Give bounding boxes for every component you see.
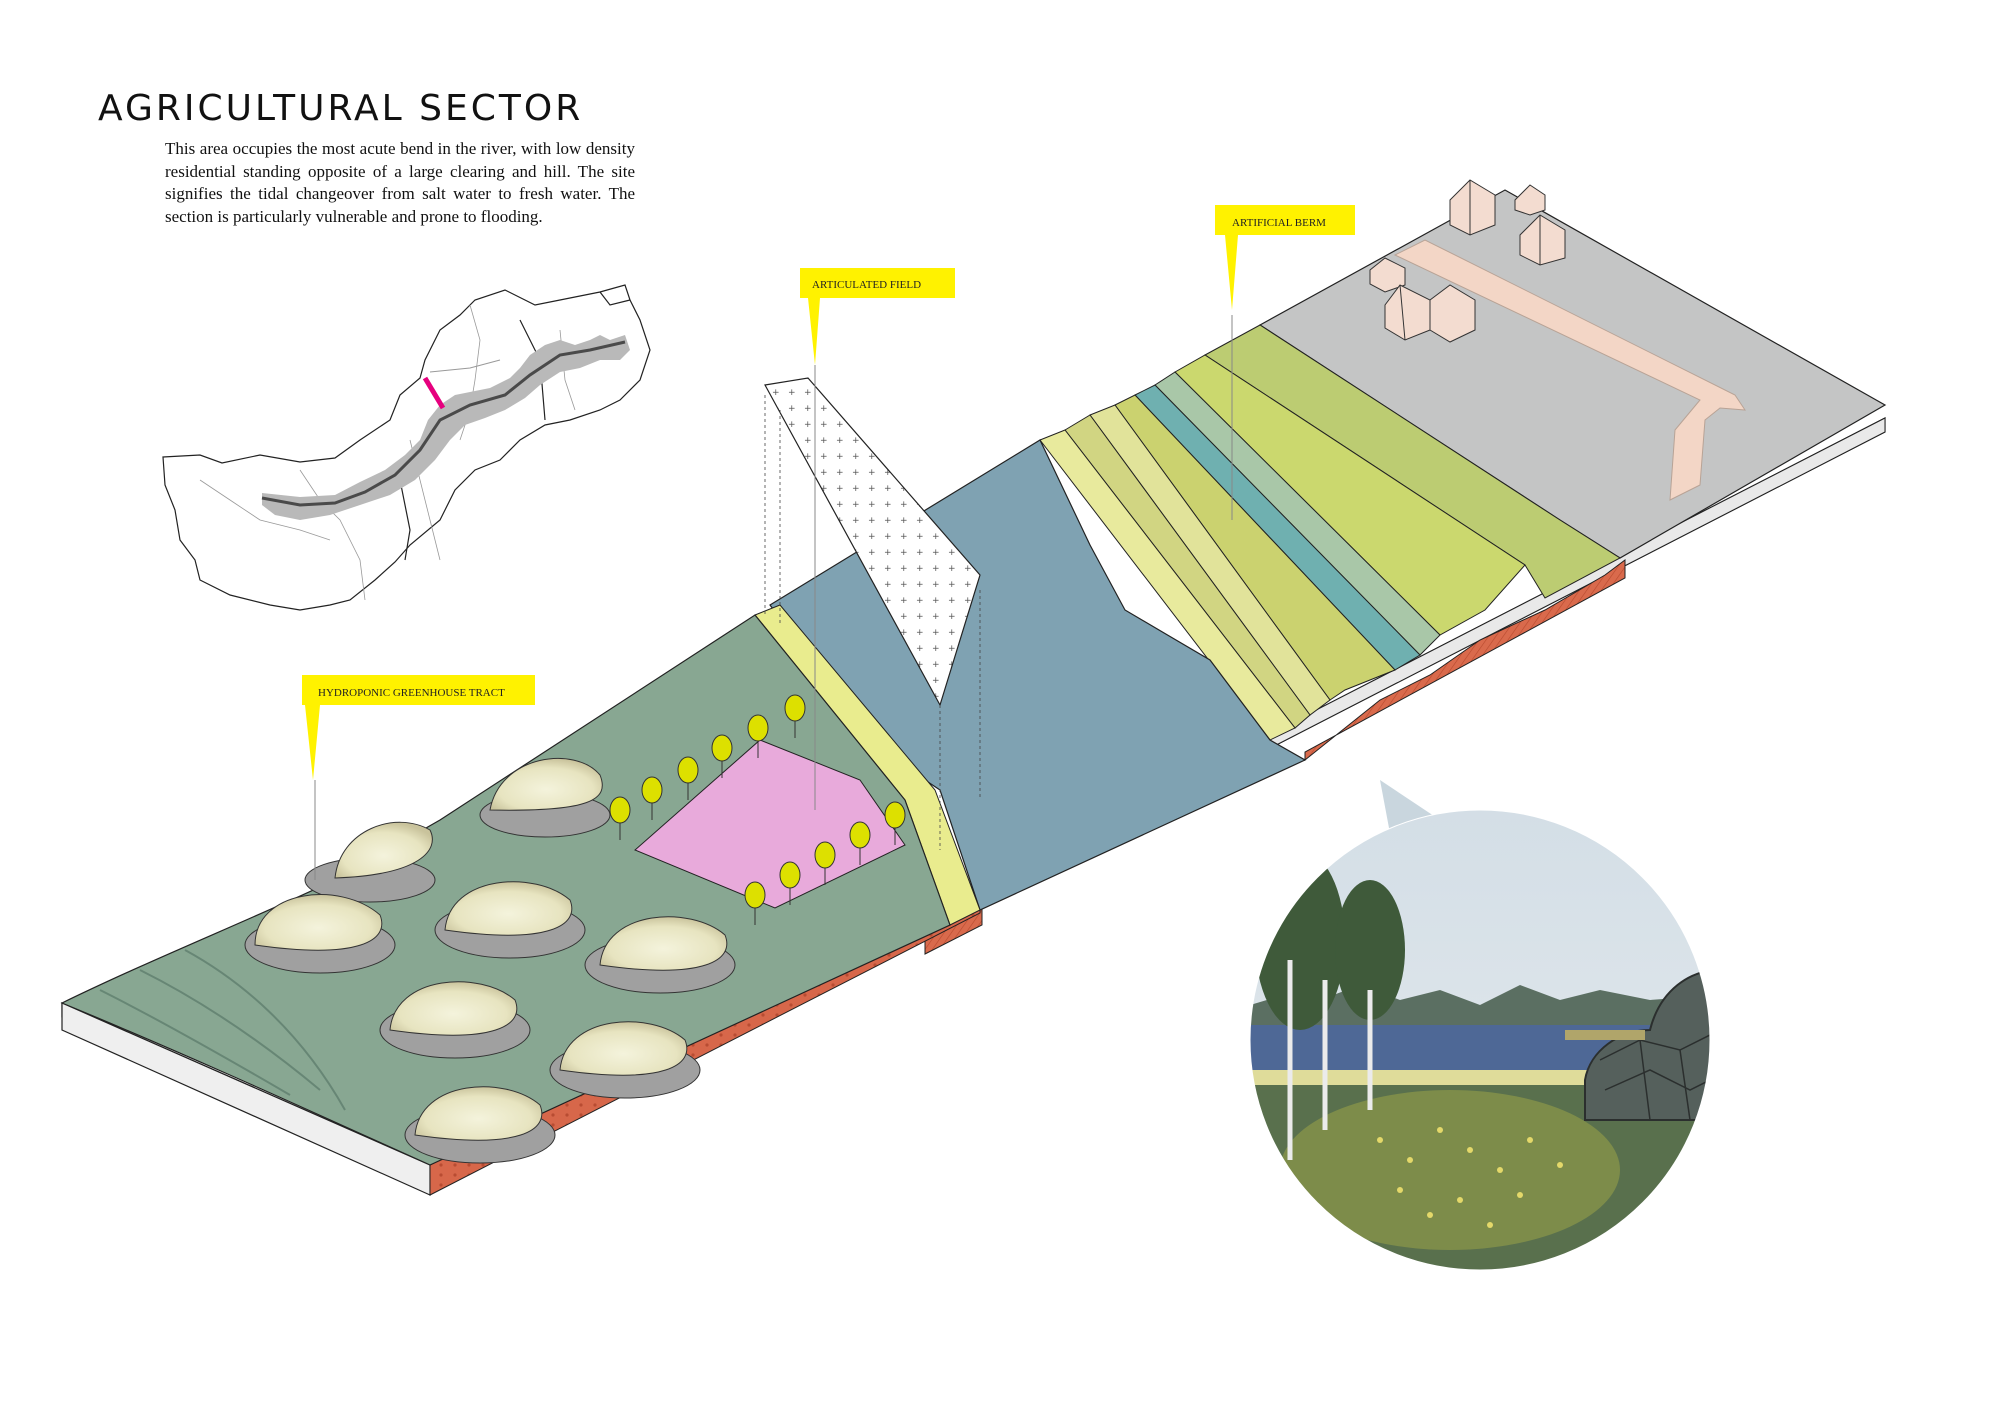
callout-greenhouse-label: HYDROPONIC GREENHOUSE TRACT [318,687,505,699]
view-bubble [1240,780,1740,1285]
page-title: AGRICULTURAL SECTOR [98,88,583,129]
callout-berm-label: ARTIFICIAL BERM [1232,217,1326,229]
greenhouse-dome [305,822,435,902]
greenhouse-dome [480,758,610,837]
page-description: This area occupies the most acute bend i… [165,138,635,228]
locator-map [163,285,650,610]
callout-field-label: ARTICULATED FIELD [812,279,921,291]
house-icon [1450,180,1495,235]
house-icon [1515,185,1545,215]
